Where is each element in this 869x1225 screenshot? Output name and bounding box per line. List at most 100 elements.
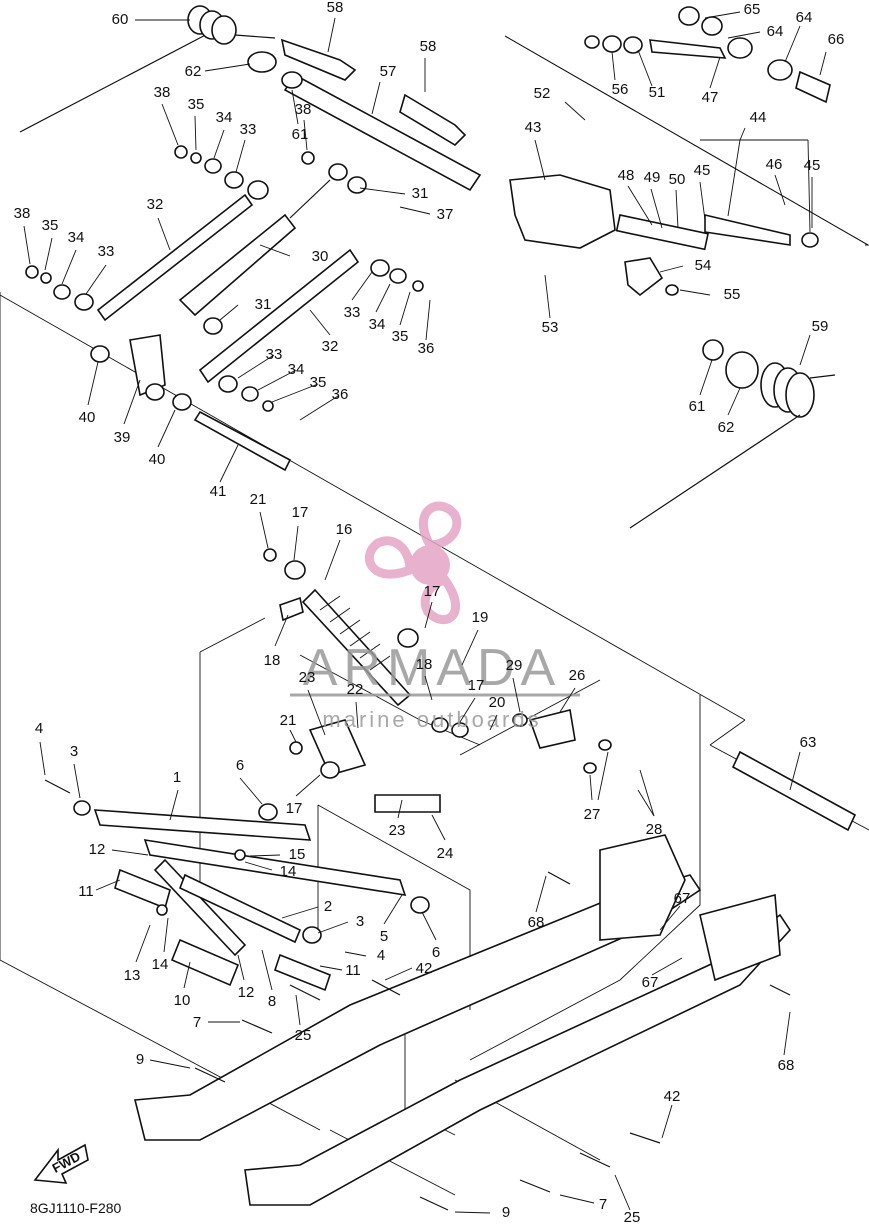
callout-32: 32 — [147, 196, 164, 213]
callout-6: 6 — [432, 944, 440, 961]
callout-25: 25 — [295, 1027, 312, 1044]
callout-30: 30 — [312, 248, 329, 265]
callout-36: 36 — [418, 340, 435, 357]
shaft-23 — [374, 794, 441, 813]
callout-31: 31 — [255, 296, 272, 313]
callout-18: 18 — [416, 656, 433, 673]
callout-50: 50 — [669, 171, 686, 188]
callout-64: 64 — [796, 9, 813, 26]
callout-18: 18 — [264, 652, 281, 669]
callout-11: 11 — [345, 962, 361, 979]
callout-17: 17 — [292, 504, 309, 521]
callout-11: 11 — [78, 883, 94, 900]
callout-42: 42 — [664, 1088, 681, 1105]
callout-46: 46 — [766, 156, 783, 173]
callout-54: 54 — [695, 257, 712, 274]
callout-23: 23 — [389, 822, 406, 839]
callout-35: 35 — [188, 96, 205, 113]
callout-15: 15 — [289, 846, 306, 863]
rail-bracket-a — [599, 834, 686, 941]
callout-61: 61 — [292, 126, 309, 143]
callout-37: 37 — [437, 206, 454, 223]
callout-67: 67 — [674, 890, 691, 907]
bushing-61 — [281, 71, 303, 89]
callout-38: 38 — [14, 205, 31, 222]
callout-21: 21 — [280, 712, 297, 729]
shaft-2 — [178, 873, 302, 944]
callout-6: 6 — [236, 757, 244, 774]
callout-26: 26 — [569, 667, 586, 684]
callout-32: 32 — [322, 338, 339, 355]
watermark-brand: ARMADA — [303, 639, 561, 697]
callout-5: 5 — [380, 928, 388, 945]
callout-12: 12 — [238, 984, 255, 1001]
callout-4: 4 — [35, 720, 43, 737]
callout-33: 33 — [240, 121, 257, 138]
sleeve-10 — [170, 938, 240, 987]
callout-21: 21 — [250, 491, 267, 508]
callout-31: 31 — [412, 185, 429, 202]
callout-27: 27 — [584, 806, 601, 823]
callout-2: 2 — [324, 898, 332, 915]
callout-34: 34 — [288, 361, 305, 378]
callout-17: 17 — [424, 583, 441, 600]
callout-66: 66 — [828, 31, 845, 48]
callout-39: 39 — [114, 429, 131, 446]
callout-12: 12 — [89, 841, 106, 858]
callout-43: 43 — [525, 119, 542, 136]
callout-labels: 60 58 65 64 64 66 62 57 58 56 51 47 38 3… — [14, 0, 845, 1225]
link-44 — [704, 213, 791, 246]
arm-1 — [93, 809, 312, 841]
callout-58: 58 — [420, 38, 437, 55]
slide-rail-left — [133, 874, 702, 1141]
callout-38: 38 — [154, 84, 171, 101]
callout-68: 68 — [778, 1057, 795, 1074]
callout-62: 62 — [185, 63, 202, 80]
callout-40: 40 — [149, 451, 166, 468]
callout-35: 35 — [42, 217, 59, 234]
plate-54 — [624, 257, 664, 297]
washer-62b — [725, 351, 759, 389]
bracket-22 — [308, 719, 367, 776]
callout-42: 42 — [416, 960, 433, 977]
rear-shock-assembly — [258, 548, 857, 832]
rod-47 — [649, 39, 727, 59]
callout-17: 17 — [468, 677, 485, 694]
sleeve-66 — [795, 70, 831, 104]
callout-3: 3 — [356, 913, 364, 930]
watermark-tagline: marine outboards — [322, 707, 541, 732]
callout-7: 7 — [599, 1196, 607, 1213]
fwd-arrow: FWD — [33, 1143, 89, 1184]
slide-rails — [133, 834, 792, 1206]
callout-61: 61 — [689, 398, 706, 415]
callout-47: 47 — [702, 89, 719, 106]
callout-41: 41 — [210, 483, 227, 500]
callout-17: 17 — [286, 800, 303, 817]
front-arm-assembly — [73, 800, 430, 992]
callout-68: 68 — [528, 914, 545, 931]
callout-33: 33 — [266, 346, 283, 363]
shock-30 — [178, 213, 297, 317]
leader-lines — [23, 11, 827, 1214]
spring-59 — [629, 362, 836, 529]
callout-33: 33 — [98, 243, 115, 260]
callout-58: 58 — [327, 0, 344, 16]
callout-38: 38 — [295, 101, 312, 118]
callout-20: 20 — [489, 694, 506, 711]
callout-25: 25 — [624, 1209, 641, 1225]
callout-52: 52 — [534, 85, 551, 102]
rail-bracket-b — [699, 893, 781, 982]
bracket-43 — [509, 174, 616, 249]
callout-64: 64 — [767, 23, 784, 40]
callout-65: 65 — [744, 1, 761, 18]
cap-58b — [399, 93, 467, 147]
callout-34: 34 — [369, 316, 386, 333]
callout-35: 35 — [392, 328, 409, 345]
shaft-63 — [731, 750, 857, 832]
propeller-logo — [364, 501, 462, 625]
callout-34: 34 — [216, 109, 233, 126]
callout-33: 33 — [344, 304, 361, 321]
spring-60 — [187, 5, 276, 45]
callout-62: 62 — [718, 419, 735, 436]
callout-10: 10 — [174, 992, 191, 1009]
